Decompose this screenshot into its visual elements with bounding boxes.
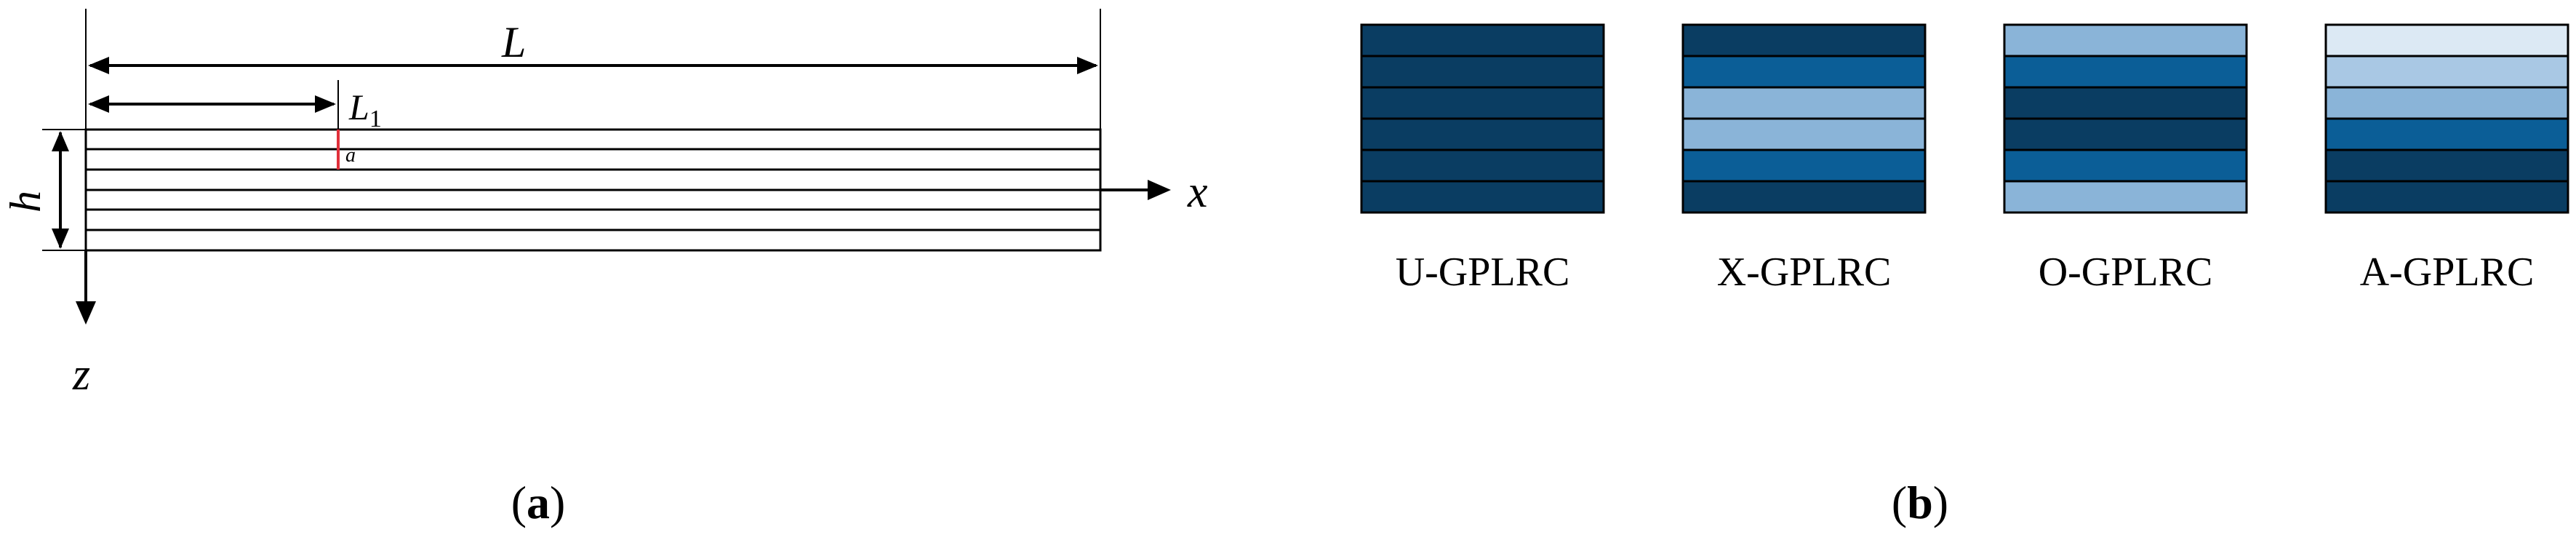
- layer-block-a-gplrc: A-GPLRC: [2324, 23, 2569, 295]
- crack-depth-label: a: [345, 144, 356, 167]
- block-label: U-GPLRC: [1396, 250, 1570, 295]
- z-axis-arrowhead: [76, 301, 96, 325]
- length-label: L: [501, 18, 526, 66]
- block-layer: [1681, 180, 1927, 214]
- x-axis-arrowhead: [1148, 180, 1171, 200]
- block-layer: [2324, 180, 2569, 214]
- layer-block-x-gplrc: X-GPLRC: [1681, 23, 1927, 295]
- block-layer: [2003, 180, 2248, 214]
- block-layer: [2003, 23, 2248, 57]
- block-layer: [1681, 86, 1927, 120]
- beam-layer-lines: [86, 148, 1100, 231]
- block-layer: [1360, 23, 1605, 57]
- x-axis-label: x: [1187, 167, 1208, 217]
- length-arrowhead-right: [1077, 57, 1098, 74]
- block-label: X-GPLRC: [1717, 250, 1892, 295]
- block-layer: [2324, 23, 2569, 57]
- block-layer: [2324, 55, 2569, 89]
- crack-position-arrowhead-right: [315, 95, 336, 113]
- block-layer: [1360, 86, 1605, 120]
- thickness-arrowhead-top: [52, 131, 69, 151]
- z-axis-label: z: [72, 350, 90, 400]
- block-layer: [2003, 55, 2248, 89]
- thickness-arrowhead-bottom: [52, 229, 69, 249]
- block-layer: [1360, 180, 1605, 214]
- block-layer: [2324, 117, 2569, 151]
- block-layer: [1360, 117, 1605, 151]
- block-layer: [1681, 23, 1927, 57]
- panel-b-distribution-patterns: U-GPLRC X-GPLRC O-GPLRC A-GPLRC: [1360, 23, 2569, 295]
- block-layer: [1681, 117, 1927, 151]
- panel-a-caption: (a): [511, 477, 566, 528]
- block-layer: [2324, 148, 2569, 183]
- crack-position-arrowhead-left: [88, 95, 109, 113]
- thickness-label: h: [1, 191, 49, 213]
- panel-a-beam-diagram: L L1 a h x z (a): [1, 9, 1208, 528]
- layer-block-u-gplrc: U-GPLRC: [1360, 23, 1605, 295]
- block-layer: [1360, 55, 1605, 89]
- layer-block-o-gplrc: O-GPLRC: [2003, 23, 2248, 295]
- panel-b-caption: (b): [1892, 477, 1948, 528]
- block-layer: [2003, 86, 2248, 120]
- crack-position-label: L1: [348, 87, 382, 132]
- block-layer: [2324, 86, 2569, 120]
- block-label: O-GPLRC: [2039, 250, 2213, 295]
- block-layer: [1360, 148, 1605, 183]
- length-arrowhead-left: [88, 57, 109, 74]
- block-layer: [2003, 148, 2248, 183]
- block-label: A-GPLRC: [2360, 250, 2535, 295]
- block-layer: [1681, 55, 1927, 89]
- block-layer: [1681, 148, 1927, 183]
- block-layer: [2003, 117, 2248, 151]
